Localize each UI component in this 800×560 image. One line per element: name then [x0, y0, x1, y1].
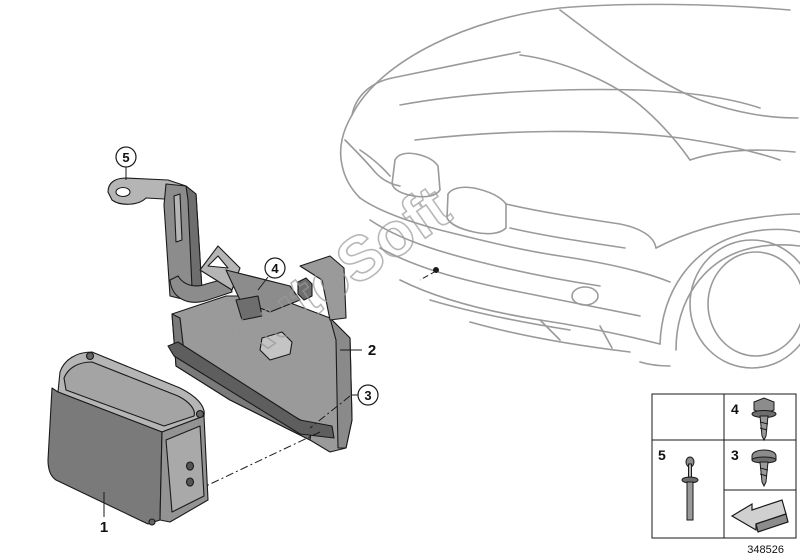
mounting-bracket: [107, 177, 233, 303]
callout-1: 1: [100, 519, 108, 536]
rivet-icon: [681, 456, 699, 521]
arrow-symbol-icon: [730, 499, 789, 533]
callout-3-label: 3: [364, 388, 371, 403]
legend-item-5-label: 5: [658, 447, 666, 463]
callout-5: 5: [115, 146, 137, 168]
holder-plate: [167, 245, 353, 453]
car-front-outline: [339, 3, 800, 369]
hex-screw-icon: [751, 397, 777, 442]
callout-3: 3: [357, 384, 379, 406]
callout-4-label: 4: [271, 261, 279, 276]
legend-item-4-label: 4: [731, 401, 739, 417]
leader-lines: [103, 167, 439, 517]
parts-legend: 4 3 5: [651, 393, 797, 539]
callout-1-label: 1: [100, 519, 108, 536]
callout-2: 2: [368, 342, 376, 359]
legend-item-3-label: 3: [731, 447, 739, 463]
callout-5-label: 5: [122, 150, 129, 165]
callout-2-label: 2: [368, 342, 376, 359]
callout-4: 4: [264, 257, 286, 279]
diagram-number: 348526: [747, 544, 784, 556]
control-unit: [47, 351, 209, 526]
pan-screw-icon: [751, 449, 777, 488]
